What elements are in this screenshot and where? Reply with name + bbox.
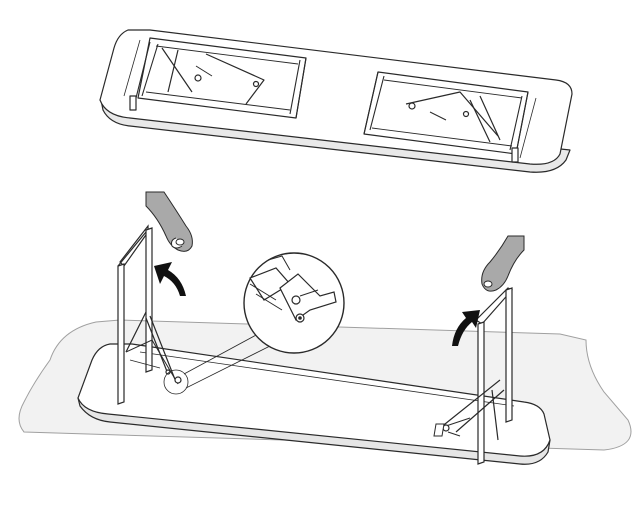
upside-down-table <box>77 343 551 465</box>
folded-table <box>99 29 573 173</box>
lock-bracket-detail <box>249 255 337 323</box>
curved-arrow-icon <box>154 262 186 296</box>
curved-arrow-icon <box>452 310 480 346</box>
hand-icon <box>481 235 525 292</box>
folded-table-rim <box>123 39 537 159</box>
small-focus-circle <box>163 369 189 395</box>
folded-leg-right <box>363 71 529 163</box>
table-inner-line <box>139 351 515 407</box>
magnifier-callout-icon <box>163 252 345 395</box>
left-leg-unfolding <box>117 224 182 405</box>
folded-leg-left <box>129 37 307 119</box>
hand-icon <box>145 191 193 252</box>
table-surface <box>77 343 551 457</box>
right-leg-unfolding <box>433 287 513 465</box>
